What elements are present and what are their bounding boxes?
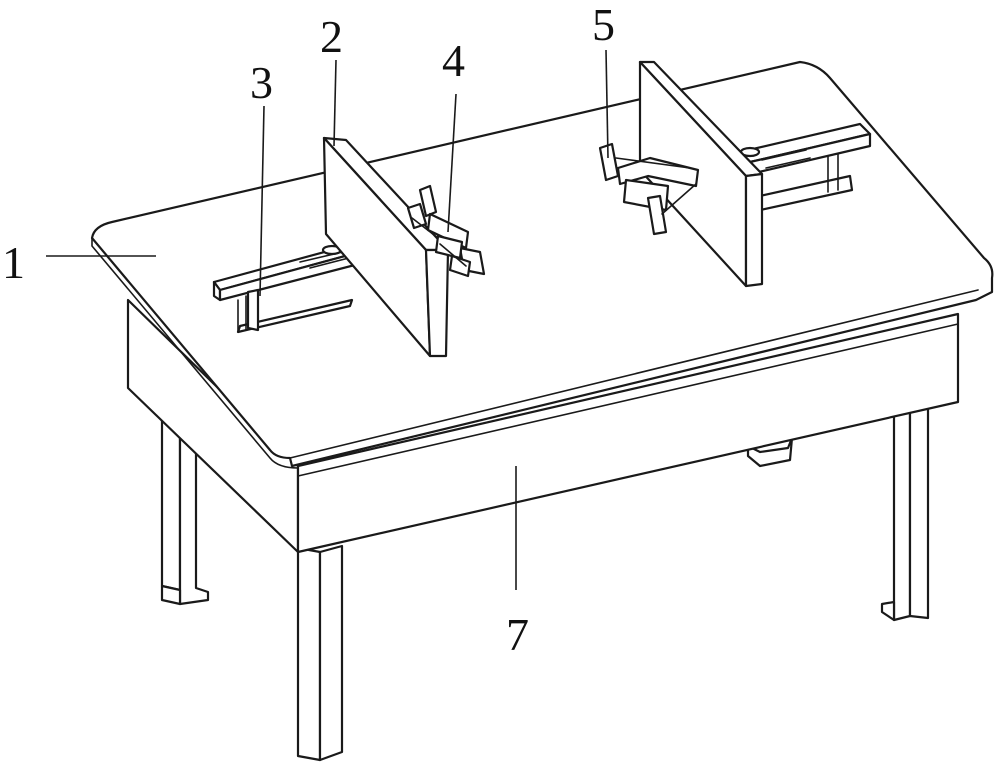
label-2: 2 <box>320 11 343 62</box>
label-1: 1 <box>2 237 25 288</box>
label-7: 7 <box>506 609 529 660</box>
table-leg-front-left <box>298 546 342 760</box>
label-4: 4 <box>442 35 465 86</box>
leader-2 <box>334 60 336 146</box>
label-5: 5 <box>592 0 615 50</box>
table-leg-front-right <box>882 400 928 620</box>
label-3: 3 <box>250 57 273 108</box>
